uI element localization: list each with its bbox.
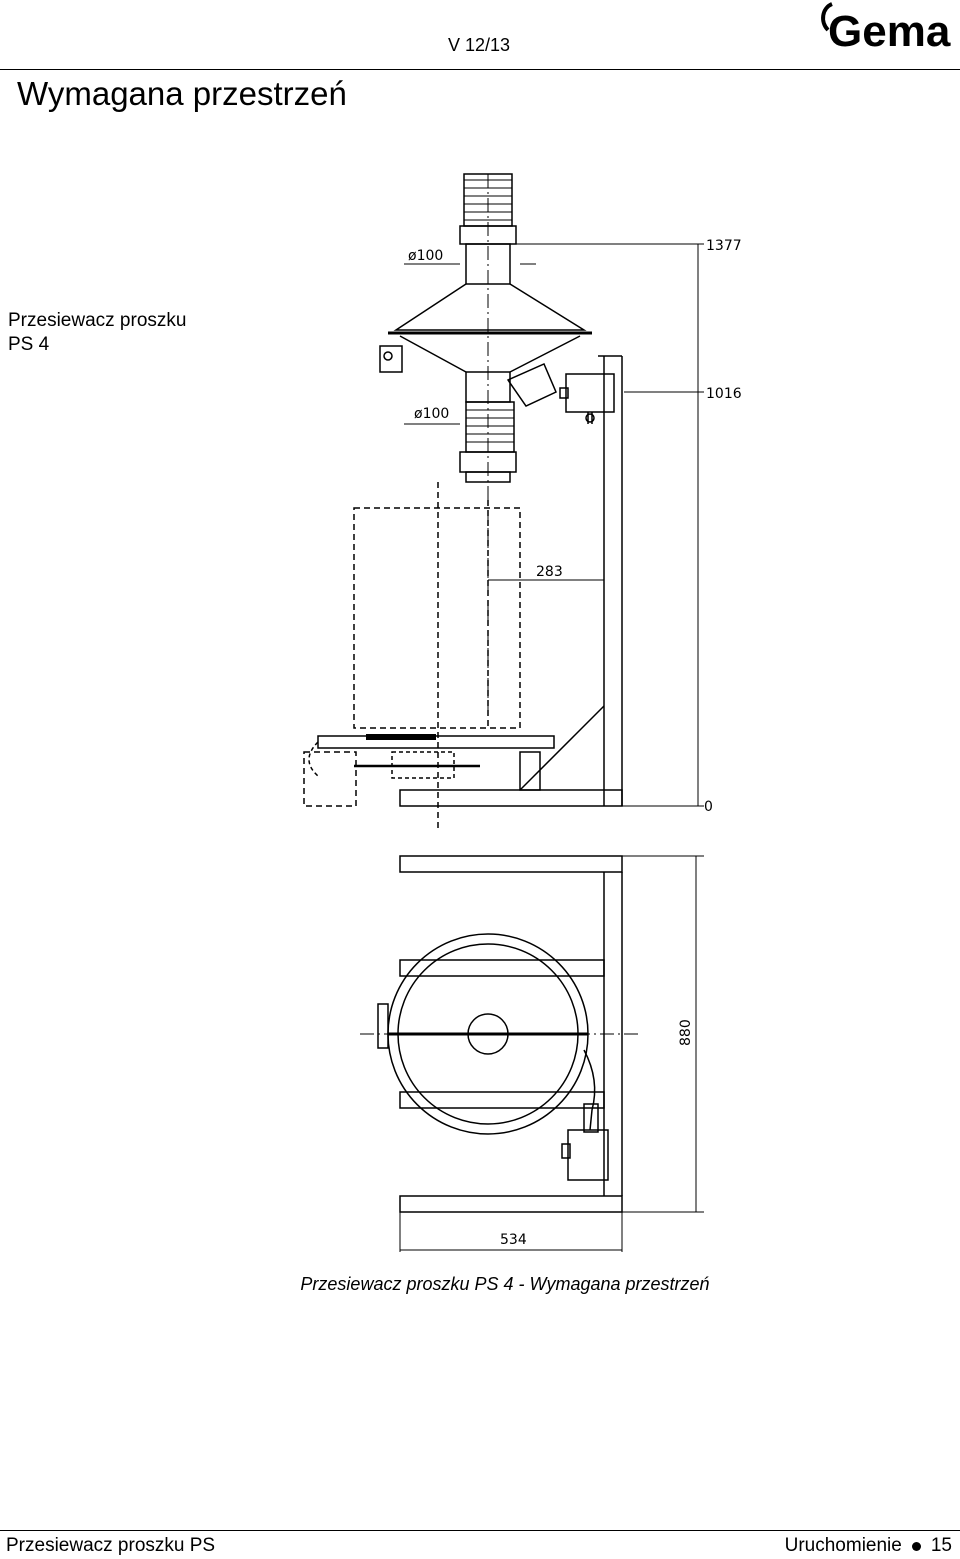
frame bbox=[399, 355, 623, 807]
dimension-lines-side bbox=[404, 243, 704, 807]
top-view bbox=[360, 855, 640, 1213]
vibration-motor bbox=[506, 363, 615, 424]
dim-offset-283: 283 bbox=[536, 564, 563, 580]
section-title: Wymagana przestrzeń bbox=[17, 75, 347, 112]
side-view bbox=[303, 173, 623, 830]
page-number: 15 bbox=[930, 1535, 952, 1556]
figure-side-label: Przesiewacz proszku PS 4 bbox=[8, 309, 186, 357]
dim-height-1377: 1377 bbox=[706, 238, 742, 254]
footer-right: Uruchomienie 15 bbox=[785, 1535, 952, 1557]
side-label-line-1: Przesiewacz proszku bbox=[8, 310, 187, 331]
header-divider bbox=[0, 69, 960, 70]
dim-height-zero: 0 bbox=[704, 799, 713, 815]
gema-logo: Gema bbox=[821, 2, 951, 56]
document-version: V 12/13 bbox=[448, 35, 511, 55]
logo-wordmark: Gema bbox=[828, 7, 951, 56]
footer-divider bbox=[0, 1530, 960, 1531]
dimension-lines-top bbox=[399, 855, 704, 1252]
bullet-icon bbox=[911, 1541, 921, 1551]
sieve-deck bbox=[303, 734, 555, 807]
sieve-cone bbox=[379, 283, 592, 373]
footer-product-name: Przesiewacz proszku PS bbox=[6, 1535, 216, 1556]
dim-depth-880: 880 bbox=[678, 1019, 694, 1046]
dim-height-1016: 1016 bbox=[706, 386, 742, 402]
dim-bottom-diameter: ø100 bbox=[414, 406, 449, 422]
figure-caption: Przesiewacz proszku PS 4 - Wymagana prze… bbox=[300, 1274, 710, 1294]
side-label-line-2: PS 4 bbox=[8, 334, 50, 355]
dim-top-diameter: ø100 bbox=[408, 248, 443, 264]
dim-width-534: 534 bbox=[500, 1232, 527, 1248]
footer-section: Uruchomienie bbox=[784, 1535, 902, 1556]
